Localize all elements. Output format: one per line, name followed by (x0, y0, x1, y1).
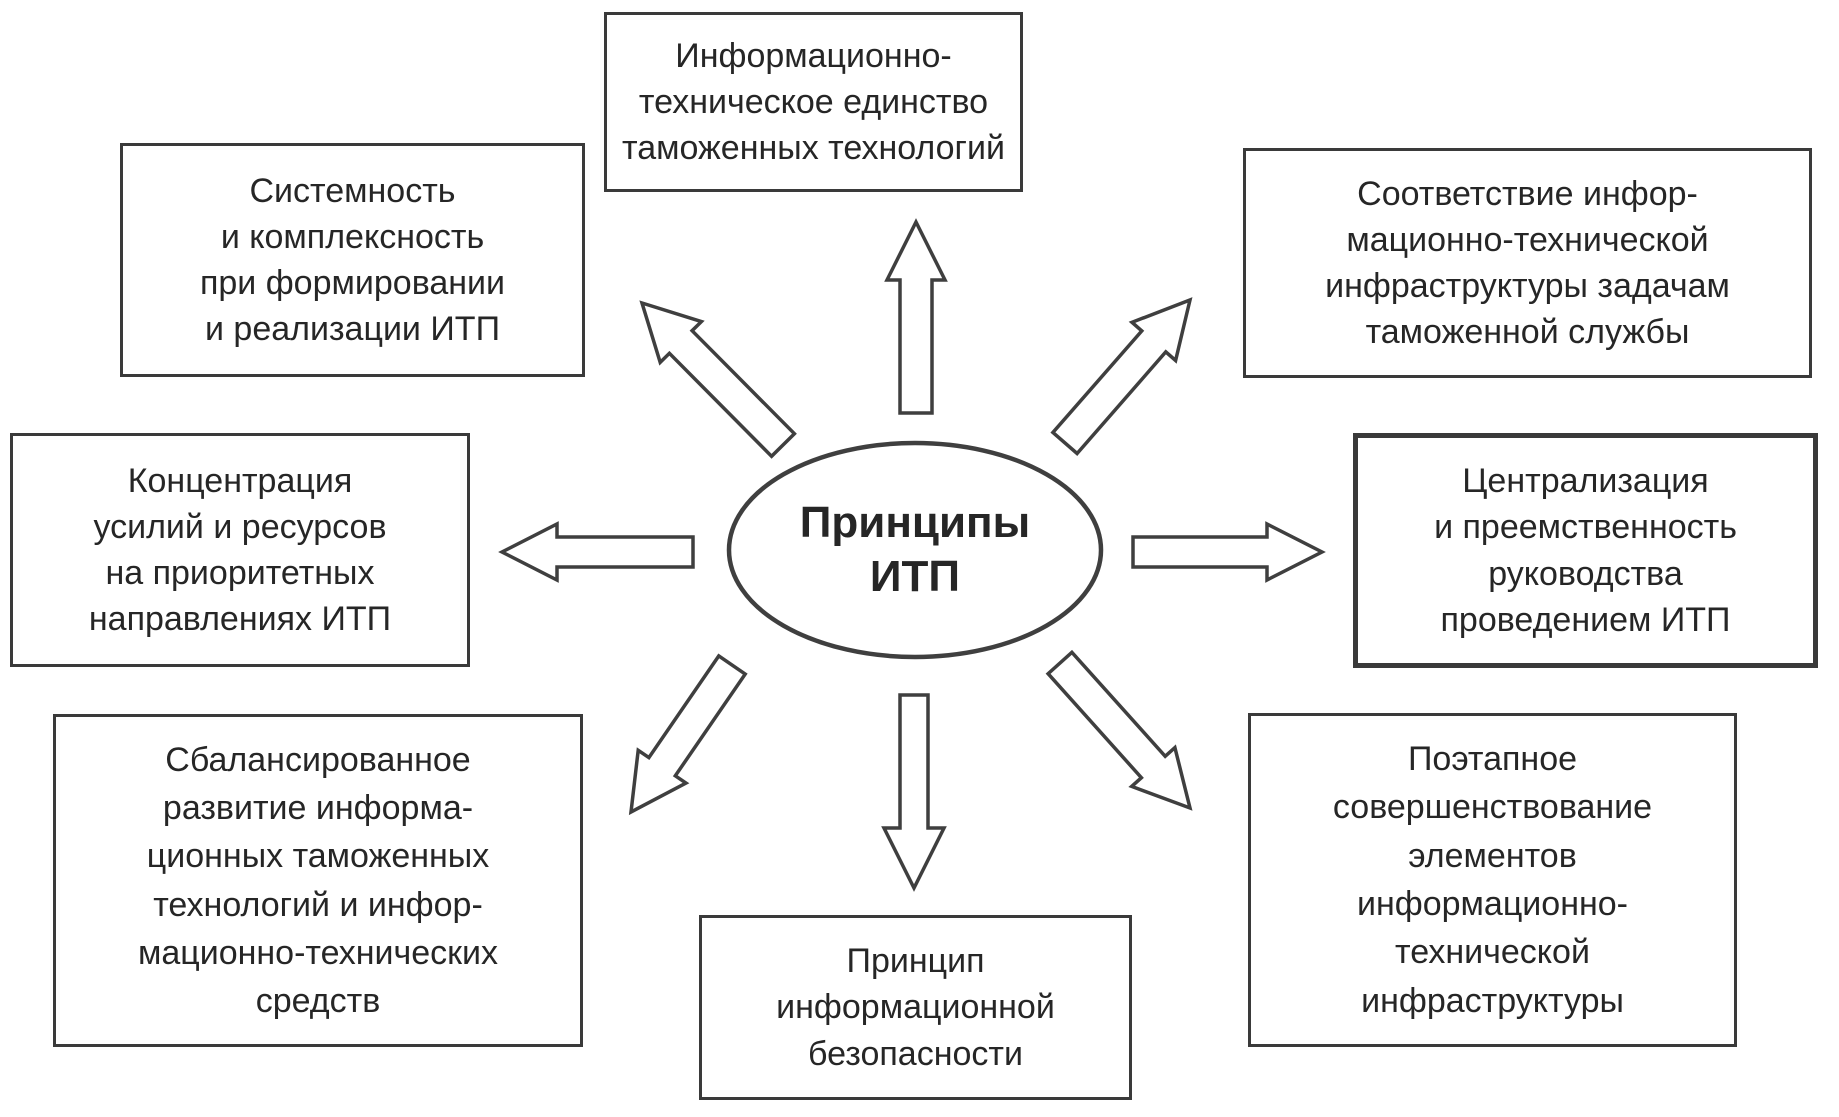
arrow-down-left-icon (628, 653, 748, 816)
arrow-up-icon (884, 218, 948, 415)
arrow-right-icon (1131, 521, 1326, 583)
box-middle-left-label: Концентрация усилий и ресурсов на приори… (88, 461, 392, 639)
box-bottom-right-label: Поэтапное совершенствование элементов ин… (1332, 740, 1653, 1020)
box-top-center-label: Информационно- техническое единство тамо… (622, 36, 1005, 168)
box-top-left-label: Системность и комплексность при формиров… (199, 171, 506, 349)
box-top-center: Информационно- техническое единство тамо… (604, 12, 1023, 192)
box-bottom-left-label: Сбалансированное развитие информа- ционн… (137, 740, 499, 1021)
center-ellipse-label-wrap: Принципы ИТП (728, 443, 1102, 657)
box-bottom-center: Принцип информационной безопасности (699, 915, 1132, 1100)
arrow-left-icon (498, 521, 695, 583)
box-middle-right-label: Централизация и преемственность руководс… (1434, 462, 1737, 639)
center-ellipse (726, 440, 1104, 660)
box-bottom-center-label: Принцип информационной безопасности (776, 942, 1055, 1073)
box-bottom-left: Сбалансированное развитие информа- ционн… (53, 714, 583, 1047)
arrow-down-right-icon (1045, 649, 1193, 811)
arrow-down-icon (881, 693, 947, 892)
box-top-right-label: Соответствие инфор- мационно-технической… (1325, 174, 1730, 352)
box-top-left: Системность и комплексность при формиров… (120, 143, 585, 377)
box-middle-right: Централизация и преемственность руководс… (1353, 433, 1818, 668)
arrow-up-right-icon (1050, 297, 1193, 456)
arrow-up-left-icon (639, 300, 797, 459)
box-middle-left: Концентрация усилий и ресурсов на приори… (10, 433, 470, 667)
center-ellipse-title: Принципы ИТП (799, 498, 1031, 601)
box-bottom-right: Поэтапное совершенствование элементов ин… (1248, 713, 1737, 1047)
box-top-right: Соответствие инфор- мационно-технической… (1243, 148, 1812, 378)
